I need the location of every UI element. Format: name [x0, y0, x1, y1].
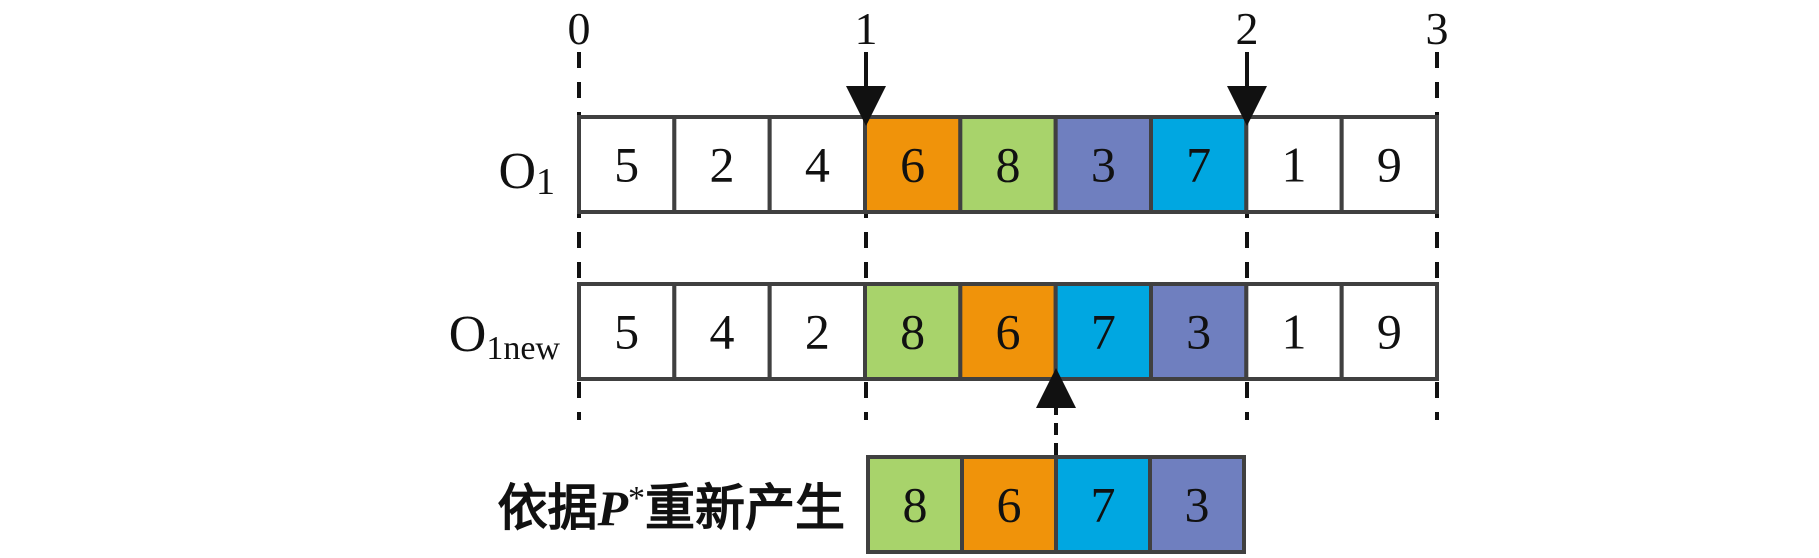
- row-o1new-cell: 3: [1149, 282, 1249, 381]
- row-o1new-cell-value: 3: [1186, 304, 1211, 360]
- regen-cell-value: 7: [1091, 477, 1116, 533]
- row-o1new-label-main: O: [449, 306, 487, 363]
- row-o1-cell-value: 4: [805, 137, 830, 193]
- row-o1-label: O1: [498, 143, 555, 203]
- row-o1-cell: 1: [1244, 115, 1344, 214]
- row-o1-cell-value: 6: [900, 137, 925, 193]
- regen-cell-box: [866, 455, 964, 554]
- row-o1new-cell-value: 9: [1377, 304, 1402, 360]
- row-o1new-cell-value: 2: [805, 304, 830, 360]
- regen-cells: 8 6 7 3: [866, 455, 1246, 554]
- scale-tick-3: 3: [1426, 3, 1449, 54]
- row-o1-cell: 2: [672, 115, 772, 214]
- row-o1new-cell: 7: [1053, 282, 1153, 381]
- row-o1-cell-value: 9: [1377, 137, 1402, 193]
- row-o1-cell-box: [1053, 115, 1153, 214]
- row-o1new-cell-value: 8: [900, 304, 925, 360]
- regen-cell: 3: [1148, 455, 1246, 554]
- row-o1new-cell: 9: [1339, 282, 1439, 381]
- row-o1new-cell: 5: [577, 282, 677, 381]
- row-o1new-cells: 5 4 2 8 6 7 3 1 9: [577, 282, 1439, 381]
- scale-tick-2: 2: [1236, 3, 1259, 54]
- scale-labels: 0 1 2 3: [568, 3, 1449, 54]
- row-o1new-cell-value: 5: [614, 304, 639, 360]
- scale-tick-0: 0: [568, 3, 591, 54]
- regen-group: 依据P*重新产生 8 6 7 3: [497, 455, 1246, 554]
- row-o1new-cell: 1: [1244, 282, 1344, 381]
- regen-cell-value: 6: [997, 477, 1022, 533]
- row-o1new-label: O1new: [449, 306, 561, 367]
- row-o1-cell-value: 3: [1091, 137, 1116, 193]
- row-o1new-cell-box: [1339, 282, 1439, 381]
- row-o1new-cell: 6: [958, 282, 1058, 381]
- row-o1-cell-value: 7: [1186, 137, 1211, 193]
- row-o1new-label-sub: 1new: [486, 330, 560, 367]
- row-o1new-cell-value: 4: [710, 304, 735, 360]
- regen-cell: 7: [1054, 455, 1152, 554]
- regen-cell-box: [1054, 455, 1152, 554]
- row-o1new-cell-value: 1: [1282, 304, 1307, 360]
- row-o1-cell: 9: [1339, 115, 1439, 214]
- regen-label: 依据P*重新产生: [497, 479, 845, 537]
- row-o1-cell-value: 1: [1282, 137, 1307, 193]
- row-o1new-cell-box: [577, 282, 677, 381]
- row-o1new-cell: 2: [767, 282, 868, 381]
- regen-cell-box: [1148, 455, 1246, 554]
- row-o1-cell-box: [863, 115, 963, 214]
- row-o1new-cell: 4: [672, 282, 772, 381]
- row-o1-cell-value: 5: [614, 137, 639, 193]
- regen-label-sup: *: [628, 480, 645, 517]
- row-o1-cell: 6: [863, 115, 963, 214]
- regen-label-var: P: [596, 480, 628, 536]
- row-o1-cell: 3: [1053, 115, 1153, 214]
- row-o1-cell-value: 2: [710, 137, 735, 193]
- row-o1-cell: 4: [767, 115, 868, 214]
- row-o1-cell-box: [577, 115, 677, 214]
- row-o1new-cell-box: [863, 282, 963, 381]
- row-o1new-cell-value: 7: [1091, 304, 1116, 360]
- row-o1new-cell: 8: [863, 282, 963, 381]
- row-o1-label-sub: 1: [536, 161, 555, 203]
- row-o1-cell: 7: [1149, 115, 1249, 214]
- row-o1new-cell-box: [672, 282, 772, 381]
- regen-label-prefix: 依据: [497, 479, 597, 537]
- regen-cell: 8: [866, 455, 964, 554]
- regen-label-suffix: 重新产生: [645, 479, 845, 537]
- row-o1new-cell-box: [767, 282, 868, 381]
- row-o1new: O1new 5 4 2 8 6 7 3 1 9: [449, 282, 1439, 381]
- row-o1-cell: 8: [958, 115, 1058, 214]
- row-o1-label-main: O: [498, 143, 536, 200]
- row-o1-cell: 5: [577, 115, 677, 214]
- row-o1-cell-box: [767, 115, 868, 214]
- scale-tick-1: 1: [855, 3, 878, 54]
- arrows: [846, 58, 1267, 455]
- row-o1-cell-value: 8: [996, 137, 1021, 193]
- regen-cell: 6: [960, 455, 1058, 554]
- regen-cell-value: 3: [1185, 477, 1210, 533]
- regen-cell-value: 8: [903, 477, 928, 533]
- row-o1-cell-box: [1339, 115, 1439, 214]
- row-o1-cell-box: [672, 115, 772, 214]
- row-o1new-cell-value: 6: [996, 304, 1021, 360]
- row-o1-cells: 5 2 4 6 8 3 7 1 9: [577, 115, 1439, 214]
